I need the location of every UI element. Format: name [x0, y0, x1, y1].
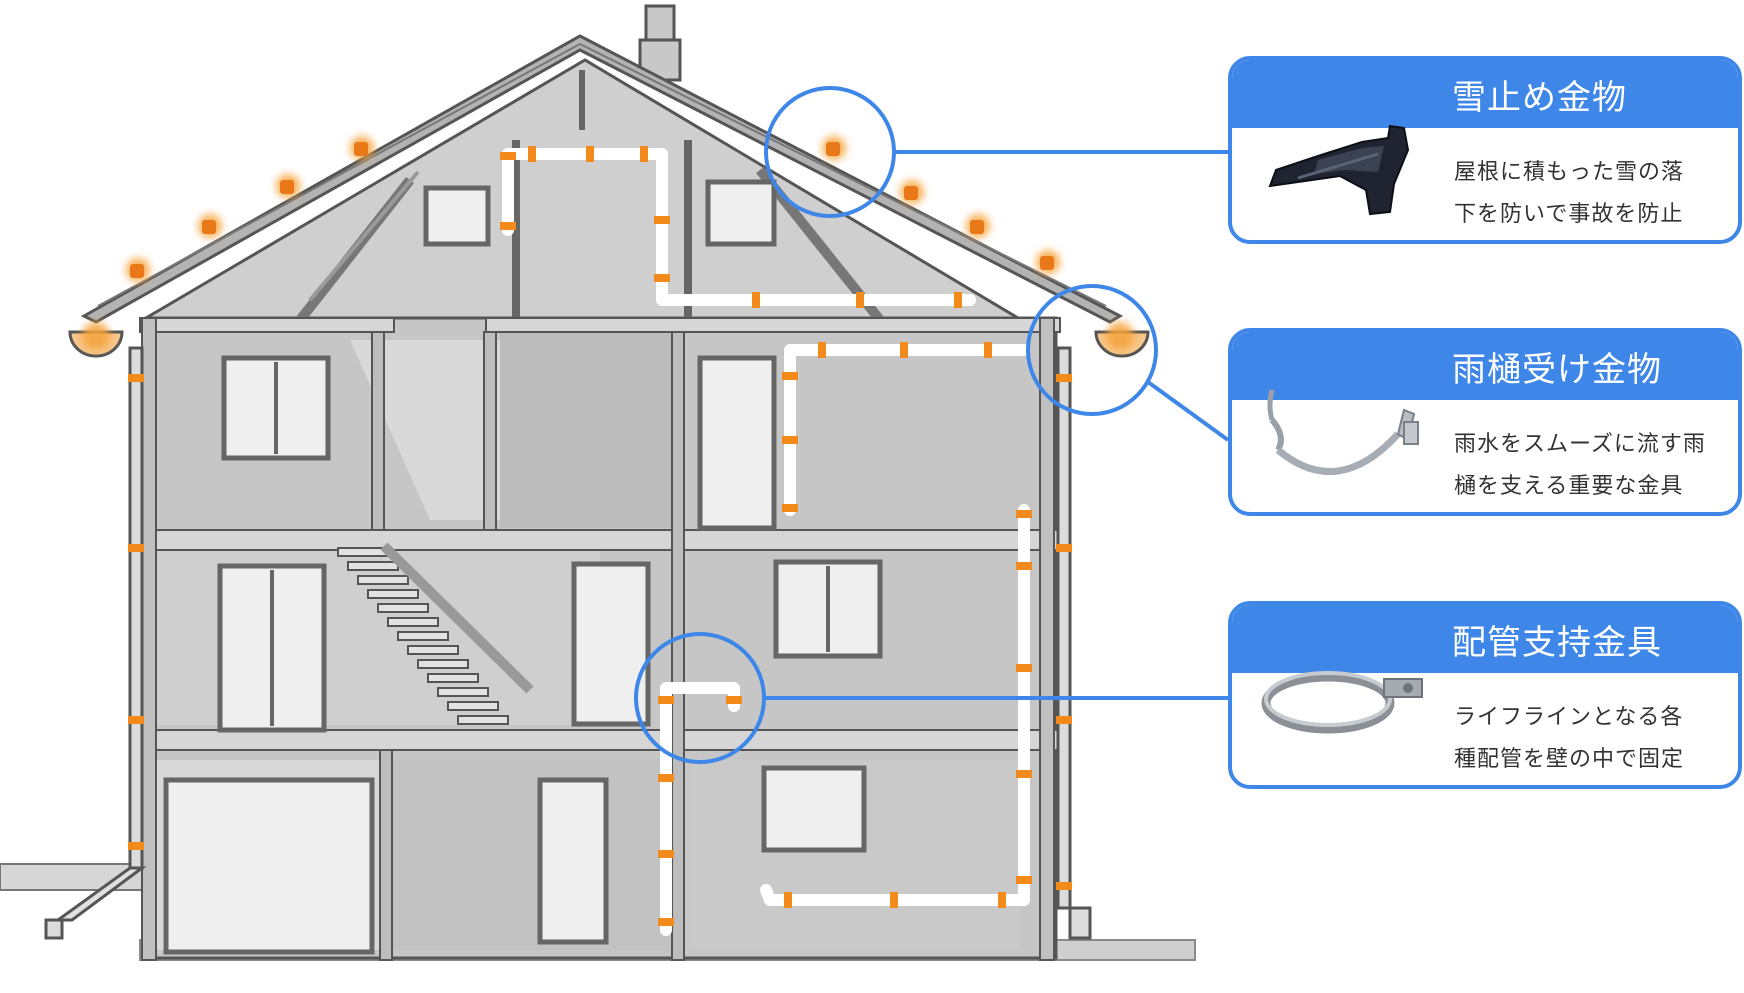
callout-title: 雨樋受け金物	[1232, 332, 1738, 400]
structure-lines	[139, 317, 1061, 961]
callout-card-snow-guard: 雪止め金物 屋根に積もった雪の落 下を防いで事故を防止	[1228, 56, 1742, 244]
callout-indicators	[634, 86, 1230, 764]
gutter-hanger-icon	[1267, 389, 1419, 475]
gutter-hanger-leader-line	[1146, 380, 1230, 442]
callout-card-gutter-hanger: 雨樋受け金物 雨水をスムーズに流す雨 樋を支える重要な金具	[1228, 328, 1742, 516]
windows	[163, 179, 883, 955]
snow-guard-bracket-icon	[1268, 124, 1410, 216]
callout-description: 雨水をスムーズに流す雨 樋を支える重要な金具	[1454, 424, 1724, 508]
callout-description-line: 屋根に積もった雪の落	[1454, 160, 1685, 185]
callout-description-line: 雨水をスムーズに流す雨	[1454, 432, 1706, 457]
callout-card-pipe-clamp: 配管支持金具 ライフラインとなる各 種配管を壁の中で固定	[1228, 601, 1742, 789]
callout-description: ライフラインとなる各 種配管を壁の中で固定	[1454, 697, 1724, 781]
callout-description-line: 樋を支える重要な金具	[1454, 474, 1684, 499]
callout-description-line: 下を防いで事故を防止	[1454, 202, 1684, 227]
callout-title: 雪止め金物	[1232, 60, 1738, 128]
gutter-hanger-highlight-circle	[1026, 284, 1158, 416]
staircase	[337, 542, 534, 725]
callout-description: 屋根に積もった雪の落 下を防いで事故を防止	[1454, 152, 1724, 236]
pipe-clamp-icon	[1261, 671, 1423, 734]
callout-title: 配管支持金具	[1232, 605, 1738, 673]
highlight-markers	[82, 136, 1134, 926]
callout-description-line: 種配管を壁の中で固定	[1454, 747, 1685, 772]
callout-description-line: ライフラインとなる各	[1454, 705, 1684, 730]
